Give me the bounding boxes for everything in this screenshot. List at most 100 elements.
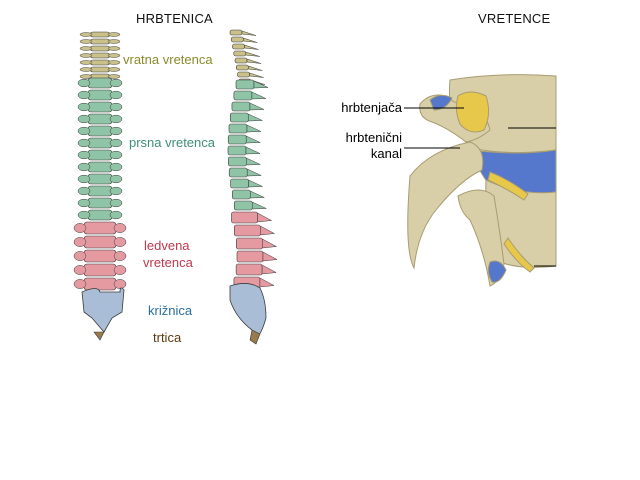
cervical-vertebra [233,50,247,57]
nerve-root-lower [503,237,535,273]
lumbar-vertebra [235,263,263,276]
cervical-vertebra-process [79,74,93,79]
thoracic-vertebra-spinous-process [246,157,261,166]
disc-accent-lower [487,260,507,283]
cervical-vertebra [89,38,111,45]
cervical-vertebra [89,45,111,52]
cervical-vertebra-process [107,74,121,79]
cervical-vertebrae-side [229,29,265,85]
label-lumbar-vertebrae-line2: vretenca [143,255,193,270]
lumbar-vertebra [83,249,117,263]
thoracic-vertebra [228,123,248,134]
thoracic-vertebra-process [77,150,91,160]
thoracic-vertebra [87,185,113,197]
label-lumbar-vertebrae-line1: ledvena [144,238,190,253]
cervical-vertebra-process [107,60,121,65]
spine-side-view [227,29,278,345]
cervical-vertebra-spinous-process [248,65,263,71]
thoracic-vertebra-spinous-process [248,179,263,188]
lumbar-vertebra-spinous-process [260,225,276,236]
label-sacrum: križnica [148,303,193,318]
thoracic-vertebra [228,156,247,167]
thoracic-vertebra [228,167,248,178]
lumbar-vertebra-process [73,279,87,289]
transverse-process-left [407,141,484,270]
lumbar-vertebra [83,277,117,291]
thoracic-vertebra-process [77,186,91,196]
lumbar-vertebra-spinous-process [261,264,277,275]
lumbar-vertebra-spinous-process [257,212,273,223]
cervical-vertebra-process [79,39,93,44]
cervical-vertebra-process [107,53,121,58]
thoracic-vertebra [87,137,113,149]
thoracic-vertebra [233,200,253,211]
sacrum-side [229,283,267,337]
vertebra-closeup [404,60,640,290]
thoracic-vertebra [230,178,249,189]
thoracic-vertebra-process [109,198,123,208]
thoracic-vertebra-process [77,138,91,148]
spine-title: HRBTENICA [136,11,213,26]
thoracic-vertebra-spinous-process [252,201,267,210]
cervical-vertebra-process [79,53,93,58]
cervical-vertebrae-front [79,31,121,80]
cervical-vertebra [237,71,250,78]
cervical-vertebra [230,36,244,43]
thoracic-vertebra [87,113,113,125]
label-thoracic-vertebrae: prsna vretenca [129,135,215,150]
cervical-vertebra [89,66,111,73]
thoracic-vertebra-spinous-process [248,113,263,122]
label-coccyx: trtica [153,330,182,345]
cervical-vertebra [232,43,245,50]
thoracic-vertebra-spinous-process [251,91,267,100]
thoracic-vertebra-process [77,78,91,88]
thoracic-vertebra-process [109,114,123,124]
thoracic-vertebra-process [109,90,123,100]
thoracic-vertebra-process [77,102,91,112]
cervical-vertebra [89,52,111,59]
lumbar-vertebra [236,250,264,263]
lumbar-vertebra-process [113,251,127,261]
cervical-vertebra-spinous-process [241,30,257,36]
cervical-vertebra-process [107,67,121,72]
vertebra-title: VRETENCE [478,11,551,26]
lumbar-vertebra-process [113,279,127,289]
cervical-vertebra-process [79,32,93,37]
lumbar-vertebra-process [73,251,87,261]
lumbar-vertebra-spinous-process [262,238,278,249]
thoracic-vertebra-spinous-process [246,168,262,177]
thoracic-vertebra [87,209,113,221]
thoracic-vertebra-process [109,126,123,136]
thoracic-vertebra-process [109,162,123,172]
thoracic-vertebra-spinous-process [245,146,261,155]
lumbar-vertebra [83,263,117,277]
thoracic-vertebra-process [77,90,91,100]
thoracic-vertebra-process [109,102,123,112]
thoracic-vertebra-process [77,114,91,124]
lumbar-vertebra [83,235,117,249]
lumbar-vertebra-process [73,265,87,275]
lumbar-vertebra-process [113,265,127,275]
cervical-vertebra [229,29,243,36]
thoracic-vertebra-spinous-process [245,135,261,144]
cervical-vertebra [89,31,111,38]
thoracic-vertebra [87,149,113,161]
spine-front-view [73,31,127,341]
thoracic-vertebra [233,90,253,101]
lumbar-vertebra [236,237,263,250]
thoracic-vertebra-process [77,198,91,208]
thoracic-vertebra-spinous-process [249,102,265,111]
thoracic-vertebra [229,112,249,123]
lumbar-vertebra-process [73,237,87,247]
cervical-vertebra [89,59,111,66]
cervical-vertebra-process [107,46,121,51]
cervical-vertebra [236,64,249,71]
thoracic-vertebra [87,161,113,173]
thoracic-vertebra-process [109,78,123,88]
lumbar-vertebra-process [113,223,127,233]
lumbar-vertebra-process [113,237,127,247]
coccyx-side [249,329,261,345]
spinal-cord [455,91,490,133]
